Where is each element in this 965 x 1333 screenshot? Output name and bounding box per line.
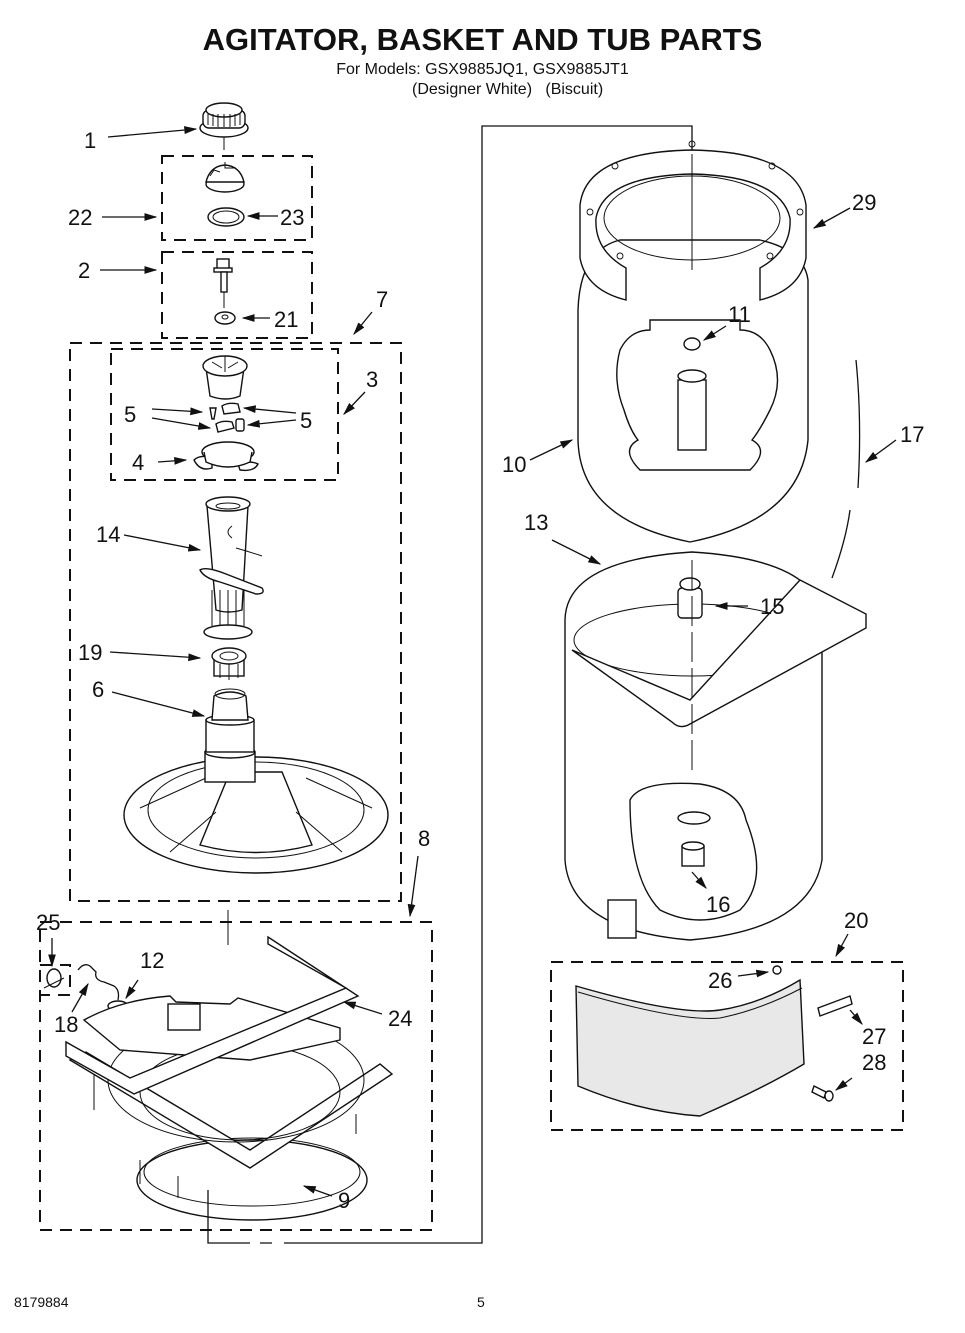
leader-10: [529, 439, 574, 461]
callout-24: 24: [388, 1006, 412, 1031]
leader-17: [864, 439, 897, 463]
leader-16: [691, 871, 707, 889]
part-27-bracket: [817, 995, 853, 1017]
part-4-cam: [193, 441, 259, 472]
leader-8: [407, 855, 419, 918]
part-18-hose: [77, 964, 120, 1001]
leader-5b-1: [242, 405, 297, 414]
callout-14: 14: [96, 522, 120, 547]
leader-20: [835, 933, 849, 958]
callout-8: 8: [418, 826, 430, 851]
part-1-agitator-cap: [199, 102, 249, 150]
part-21-washer: [214, 311, 236, 325]
callout-16: 16: [706, 892, 730, 917]
leader-28: [834, 1077, 853, 1091]
callout-21: 21: [274, 307, 298, 332]
page-number: 5: [477, 1294, 485, 1310]
callout-25: 25: [36, 910, 60, 935]
callout-12: 12: [140, 948, 164, 973]
document-number: 8179884: [14, 1294, 69, 1310]
kit-box-8: [39, 921, 433, 1231]
callout-17: 17: [900, 422, 924, 447]
callout-2: 2: [78, 258, 90, 283]
colors-line: (Designer White) (Biscuit): [412, 81, 604, 98]
callout-18: 18: [54, 1012, 78, 1037]
callout-26: 26: [708, 968, 732, 993]
callout-5-right: 5: [300, 408, 312, 433]
callout-29: 29: [852, 190, 876, 215]
part-17-hose: [831, 359, 861, 579]
callout-1: 1: [84, 128, 96, 153]
part-24-rail: [65, 935, 360, 1095]
kit-box-7: [69, 342, 402, 902]
callout-27: 27: [862, 1024, 886, 1049]
kit-box-25: [40, 964, 71, 996]
leader-19: [109, 651, 202, 662]
part-20-access-panel: [575, 978, 805, 1117]
callout-11: 11: [728, 302, 751, 327]
part-3-dog-ratchet: [202, 355, 248, 400]
callout-9: 9: [338, 1188, 350, 1213]
part-2-bolt: [213, 258, 233, 308]
page-title: AGITATOR, BASKET AND TUB PARTS: [202, 22, 763, 57]
callout-13: 13: [524, 510, 548, 535]
leader-14: [123, 534, 202, 552]
kit-box-22: [161, 155, 313, 241]
part-22-cap: [205, 162, 245, 193]
part-14-auger: [199, 496, 264, 640]
part-5-dogs: [209, 402, 245, 433]
leader-12: [125, 979, 139, 1000]
kit-box-2: [161, 251, 313, 339]
part-6-agitator-base: [123, 688, 389, 874]
part-25-clamp: [43, 968, 65, 989]
connector-line: [207, 125, 693, 1244]
leader-26: [737, 969, 770, 978]
callout-23: 23: [280, 205, 304, 230]
leader-13: [551, 539, 602, 565]
leader-1: [107, 126, 198, 138]
callout-6: 6: [92, 677, 104, 702]
leader-29: [812, 207, 851, 229]
leader-9: [302, 1185, 333, 1197]
leader-5a-2: [151, 417, 212, 430]
leader-7: [353, 311, 373, 336]
callout-19: 19: [78, 640, 102, 665]
leader-18: [71, 982, 89, 1013]
leader-11: [702, 325, 727, 341]
part-10-basket: [577, 239, 809, 543]
leader-5b-2: [246, 419, 297, 428]
leader-5a-1: [151, 407, 204, 416]
part-28-screw: [811, 1085, 834, 1102]
callout-15: 15: [760, 594, 784, 619]
callout-28: 28: [862, 1050, 886, 1075]
callout-4: 4: [132, 450, 144, 475]
leader-27: [849, 1009, 863, 1025]
part-9-tub-ring: [68, 995, 394, 1221]
part-19-bearing: [211, 647, 247, 680]
callout-3: 3: [366, 367, 378, 392]
leader-3: [343, 391, 366, 415]
leader-4: [157, 456, 188, 465]
part-15-coupling: [677, 577, 703, 619]
callout-7: 7: [376, 287, 388, 312]
leader-6: [111, 691, 206, 717]
part-26-clip: [772, 965, 782, 975]
callout-22: 22: [68, 205, 92, 230]
callout-5-left: 5: [124, 402, 136, 427]
callout-10: 10: [502, 452, 526, 477]
part-13-tub: [564, 551, 867, 941]
models-line: For Models: GSX9885JQ1, GSX9885JT1: [336, 61, 629, 78]
callout-20: 20: [844, 908, 868, 933]
leader-24: [342, 1001, 383, 1015]
kit-box-3: [110, 348, 339, 481]
part-23-seal-ring: [207, 207, 245, 227]
